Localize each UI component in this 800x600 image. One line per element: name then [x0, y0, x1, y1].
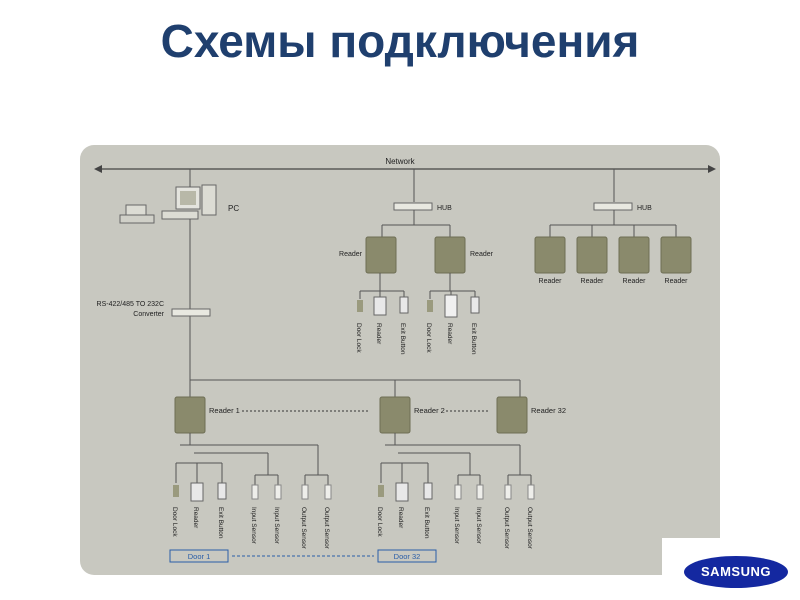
- door-lock-label: Door Lock: [171, 507, 178, 537]
- hub-label: HUB: [637, 205, 652, 212]
- door-lock-label: Door Lock: [355, 323, 362, 353]
- reader-device: [190, 482, 204, 502]
- reader-label: Reader: [581, 278, 605, 285]
- pc-label: PC: [228, 204, 239, 213]
- door-lock-icon: [378, 485, 384, 497]
- converter-label-line1: RS-422/485 TO 232C: [97, 301, 164, 308]
- reader-label: Reader: [339, 251, 363, 258]
- reader-device: [660, 236, 692, 274]
- output-sensor-icon: [527, 484, 535, 500]
- converter-label-line2: Converter: [133, 311, 164, 318]
- exit-button-icon: [423, 482, 433, 500]
- input-sensor-label: Input Sensor: [475, 507, 482, 545]
- exit-button-label: Exit Button: [423, 507, 430, 539]
- connection-diagram: Network PC RS-422/485 TO 232C Converter …: [80, 145, 720, 575]
- exit-button-label: Exit Button: [470, 323, 477, 355]
- reader-label: Reader: [539, 278, 563, 285]
- output-sensor-label: Output Sensor: [526, 507, 533, 550]
- reader-device: [444, 294, 458, 318]
- reader-label: Reader: [446, 323, 453, 345]
- input-sensor-label: Input Sensor: [453, 507, 460, 545]
- output-sensor-icon: [504, 484, 512, 500]
- reader-2-label: Reader 2: [414, 406, 445, 415]
- input-sensor-icon: [454, 484, 462, 500]
- door-32-label: Door 32: [394, 552, 421, 561]
- reader-device: [618, 236, 650, 274]
- output-sensor-icon: [324, 484, 332, 500]
- output-sensor-label: Output Sensor: [503, 507, 510, 550]
- converter-device: [171, 308, 211, 317]
- reader-32-controller: [496, 396, 528, 434]
- door-lock-icon: [173, 485, 179, 497]
- exit-button-icon: [217, 482, 227, 500]
- door-1-box: [169, 549, 229, 563]
- reader-device: [373, 296, 387, 316]
- pc-icon: [119, 184, 217, 224]
- reader-32-label: Reader 32: [531, 406, 566, 415]
- reader-label: Reader: [623, 278, 647, 285]
- reader-device: [534, 236, 566, 274]
- door-lock-label: Door Lock: [376, 507, 383, 537]
- input-sensor-label: Input Sensor: [250, 507, 257, 545]
- reader-label: Reader: [192, 507, 199, 529]
- door-1-label: Door 1: [188, 552, 211, 561]
- input-sensor-icon: [476, 484, 484, 500]
- output-sensor-label: Output Sensor: [300, 507, 307, 550]
- door-lock-icon: [427, 300, 433, 312]
- reader-label: Reader: [665, 278, 689, 285]
- output-sensor-icon: [301, 484, 309, 500]
- reader-device: [576, 236, 608, 274]
- exit-button-label: Exit Button: [217, 507, 224, 539]
- door-lock-label: Door Lock: [425, 323, 432, 353]
- exit-button-icon: [470, 296, 480, 314]
- reader-device: [395, 482, 409, 502]
- slide-title: Схемы подключения: [160, 15, 640, 67]
- reader-1-controller: [174, 396, 206, 434]
- exit-button-label: Exit Button: [399, 323, 406, 355]
- network-bus: [94, 165, 716, 173]
- reader-label: Reader: [397, 507, 404, 529]
- reader-label: Reader: [375, 323, 382, 345]
- samsung-logo: SAMSUNG: [684, 556, 788, 588]
- reader-1-label: Reader 1: [209, 406, 240, 415]
- output-sensor-label: Output Sensor: [323, 507, 330, 550]
- door-32-box: [377, 549, 437, 563]
- reader-device: [365, 236, 397, 274]
- exit-button-icon: [399, 296, 409, 314]
- network-label: Network: [385, 157, 415, 166]
- reader-device: [434, 236, 466, 274]
- input-sensor-icon: [251, 484, 259, 500]
- door-lock-icon: [357, 300, 363, 312]
- hub-device: [593, 202, 633, 211]
- input-sensor-label: Input Sensor: [273, 507, 280, 545]
- hub-device: [393, 202, 433, 211]
- input-sensor-icon: [274, 484, 282, 500]
- reader-2-controller: [379, 396, 411, 434]
- reader-label: Reader: [470, 251, 494, 258]
- hub-label: HUB: [437, 205, 452, 212]
